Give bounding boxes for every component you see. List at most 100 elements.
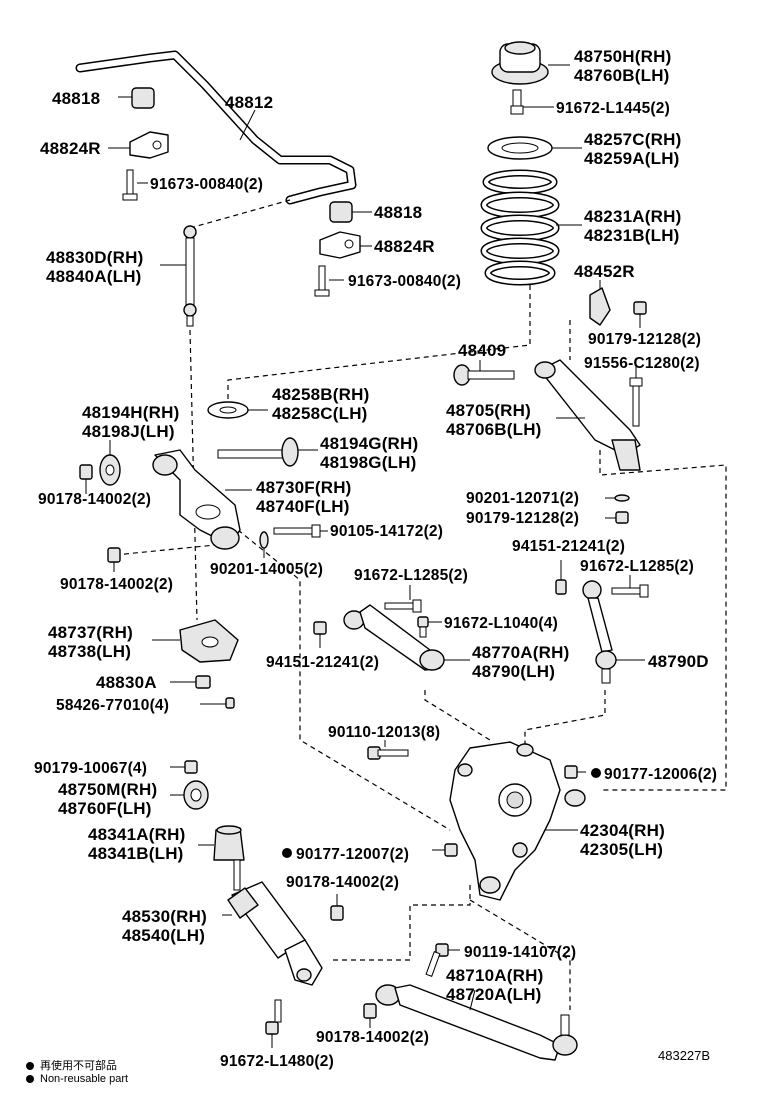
diagram-reference-code: 483227B [658,1048,711,1063]
stabilizer-bushing-upper [118,87,155,109]
lower-insulator-48258b [207,401,268,419]
label-48830a: 48830A [96,673,157,692]
legend-text-en: Non-reusable part [40,1073,129,1085]
label-90119: 90119-14107(2) [464,944,576,961]
label-48194h: 48194H(RH) [82,403,179,422]
label-48737: 48737(RH) [48,623,133,642]
label-48738: 48738(LH) [48,642,131,661]
label-48540: 48540(LH) [122,926,205,945]
label-94151-a: 94151-21241(2) [512,538,625,555]
clip-58426 [200,697,235,709]
label-48530: 48530(RH) [122,907,207,926]
washer-90201-14005 [259,531,269,558]
nut-90179-10067 [170,760,198,774]
splash-shield-48737 [152,619,239,663]
bolt-91672-l1040 [417,616,442,638]
nut-90178-c [330,894,344,921]
stabilizer-link [160,199,291,327]
part-labels: 48750H(RH) 48760B(LH) 48818 48812 91672-… [34,47,717,1070]
label-91672-l1480: 91672-L1480(2) [220,1053,334,1070]
bolt-91556 [629,362,643,427]
legend-non-reusable-en: Non-reusable part [26,1073,128,1085]
label-48824r-a: 48824R [40,139,101,158]
nut-90178-b [107,547,121,572]
legend-text-jp: 再使用不可部品 [40,1060,117,1072]
label-90177-12006: 90177-12006(2) [604,766,717,783]
label-48258b: 48258B(RH) [272,385,369,404]
label-48790d: 48790D [648,652,709,671]
label-48760f: 48760F(LH) [58,799,152,818]
stabilizer-bracket-upper [108,131,169,159]
label-90201-12071: 90201-12071(2) [466,490,579,507]
label-48720a: 48720A(LH) [446,985,542,1004]
label-48259a: 48259A(LH) [584,149,680,168]
bracket-48452r [589,280,611,326]
label-42304: 42304(RH) [580,821,665,840]
label-48452r: 48452R [574,262,635,281]
label-48198g: 48198G(LH) [320,453,416,472]
label-48706b: 48706B(LH) [446,420,542,439]
label-48818-a: 48818 [52,89,100,108]
label-48194g: 48194G(RH) [320,434,418,453]
label-48231a: 48231A(RH) [584,207,681,226]
label-90178-d: 90178-14002(2) [316,1029,429,1046]
nut-48830a [170,675,211,689]
stabilizer-bracket-lower [319,231,372,259]
label-48750m: 48750M(RH) [58,780,157,799]
coil-spring [480,169,582,286]
steering-knuckle-42304 [449,741,586,901]
label-90178-b: 90178-14002(2) [60,576,173,593]
upper-arm-48705 [534,359,641,471]
non-reusable-marker-90177-12007 [282,848,292,858]
legend-non-reusable-jp: 再使用不可部品 [26,1057,117,1073]
label-90177-12007: 90177-12007(2) [296,846,409,863]
label-90105: 90105-14172(2) [330,523,443,540]
cam-bolt-48409 [453,360,515,386]
label-91672-l1285-a: 91672-L1285(2) [354,567,468,584]
label-91673-a: 91673-00840(2) [150,176,263,193]
bracket-bolt-lower [314,265,344,297]
label-48730f: 48730F(RH) [256,478,352,497]
label-48740f: 48740F(LH) [256,497,350,516]
label-48258c: 48258C(LH) [272,404,368,423]
legend-dot-icon [26,1062,34,1071]
lower-arm-48710a [375,984,578,1061]
label-58426: 58426-77010(4) [56,697,169,714]
label-42305: 42305(LH) [580,840,663,859]
label-48750h: 48750H(RH) [574,47,671,66]
cam-plate-48194h [99,440,121,486]
label-48790: 48790(LH) [472,662,555,681]
label-48770a: 48770A(RH) [472,643,569,662]
upper-support-mount [491,41,570,85]
nut-90179-12128-b [605,511,629,524]
nut-90177-12006 [564,765,586,779]
bolt-90110 [367,740,409,760]
lower-arm-48730f [152,449,252,550]
label-91556: 91556-C1280(2) [584,355,700,372]
bolt-90105 [273,524,328,538]
label-90178-c: 90178-14002(2) [286,874,399,891]
bolt-90119 [425,943,460,977]
label-91673-b: 91673-00840(2) [348,273,461,290]
label-90178-a: 90178-14002(2) [38,491,151,508]
label-90110: 90110-12013(8) [328,724,440,741]
nut-90178-d [363,1003,377,1028]
label-90179-12128-a: 90179-12128(2) [588,331,701,348]
label-90201-14005: 90201-14005(2) [210,561,323,578]
lower-link-48770a [343,604,470,671]
label-48812: 48812 [225,93,273,112]
label-48257c: 48257C(RH) [584,130,681,149]
label-48824r-b: 48824R [374,237,435,256]
bolt-91672-l1285-left [384,585,422,613]
label-48409: 48409 [458,341,506,360]
label-94151-b: 94151-21241(2) [266,654,379,671]
label-48830d: 48830D(RH) [46,248,143,267]
label-48341a: 48341A(RH) [88,825,185,844]
legend-dot-icon [26,1075,34,1084]
shock-absorber-48530 [222,859,323,986]
stabilizer-bar [75,50,357,205]
label-48705: 48705(RH) [446,401,531,420]
label-48818-b: 48818 [374,203,422,222]
nut-94151-b [313,621,327,648]
label-91672-l1445: 91672-L1445(2) [556,100,670,117]
